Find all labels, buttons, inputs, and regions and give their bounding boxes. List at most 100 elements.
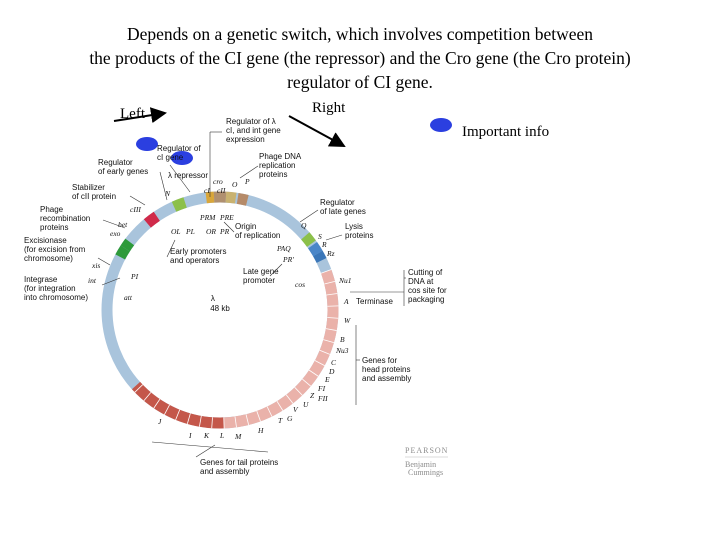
gene-label: OL <box>171 227 181 236</box>
segment-divider <box>325 328 337 331</box>
segment-Q <box>301 232 316 247</box>
segment-int <box>115 245 130 260</box>
segment-divider <box>256 410 261 422</box>
segment-divider <box>199 415 202 427</box>
important-info-label: Important info <box>462 124 550 140</box>
segment-R <box>313 250 327 263</box>
segment-divider <box>308 369 319 377</box>
gene-label: exo <box>110 229 121 238</box>
annotation-phage-dna: Phage DNA replication proteins <box>259 152 303 179</box>
gene-label: Nu1 <box>338 276 352 285</box>
annotation-excisionase: Excisionase (for excision from chromosom… <box>24 236 88 263</box>
gene-label: cI <box>204 186 210 195</box>
title-line-3: regulator of CI gene. <box>287 72 433 92</box>
segment-divider <box>164 404 170 415</box>
gene-label: B <box>340 335 345 344</box>
svg-text:Benjamin: Benjamin <box>405 460 436 469</box>
gene-label: T <box>278 416 283 425</box>
gene-label: C <box>331 358 337 367</box>
leader-lines <box>97 131 406 458</box>
gene-label: W <box>344 316 351 325</box>
left-arrow <box>113 107 167 124</box>
gene-label: Rz <box>326 249 335 258</box>
gene-label: FI <box>317 384 326 393</box>
title-line-2: the products of the CI gene (the repress… <box>89 48 631 68</box>
annotation-phage-recomb: Phage recombination proteins <box>40 205 92 232</box>
gene-label: Nu3 <box>335 346 349 355</box>
marker-dot <box>171 151 193 165</box>
segment-divider <box>175 409 181 421</box>
gene-label: U <box>303 400 309 409</box>
gene-label: PL <box>185 227 195 236</box>
annotation-lambda-size: λ 48 kb <box>210 294 230 313</box>
segment-divider <box>323 339 335 344</box>
segment-N <box>171 197 187 212</box>
gene-label: M <box>234 432 242 441</box>
gene-label: Q <box>301 221 307 230</box>
gene-label: L <box>219 431 224 440</box>
annotation-tail: Genes for tail proteins and assembly <box>200 458 281 476</box>
segment-divider <box>245 414 250 426</box>
annotation-early-promoters: Early promoters and operators <box>170 247 229 265</box>
gene-label: FII <box>317 394 328 403</box>
annotation-terminase: Terminase <box>356 297 393 306</box>
gene-label: cII <box>217 186 226 195</box>
annotation-cutting: Cutting of DNA at cos site for packaging <box>408 268 449 304</box>
svg-text:PEARSON: PEARSON <box>405 446 448 455</box>
segment-divider <box>326 293 338 296</box>
gene-label: PI <box>130 272 139 281</box>
gene-label: bet <box>118 220 128 229</box>
gene-label: V <box>293 405 299 414</box>
gene-label: OR <box>206 227 216 236</box>
gene-label: G <box>287 414 293 423</box>
segment-divider <box>324 280 336 285</box>
segment-divider <box>234 416 237 428</box>
annotation-stabilizer: Stabilizer of cII protein <box>72 183 116 201</box>
gene-label: A <box>343 297 349 306</box>
gene-label: D <box>328 367 335 376</box>
gene-label: cro <box>213 177 223 186</box>
publisher-logo: PEARSON Benjamin Cummings <box>405 446 448 477</box>
segment-tail <box>131 381 225 429</box>
annotation-origin: Origin of replication <box>235 222 280 240</box>
annotation-head: Genes for head proteins and assembly <box>362 356 413 383</box>
gene-label: J <box>158 417 162 426</box>
gene-label: PRM <box>199 213 216 222</box>
gene-label: PRE <box>219 213 234 222</box>
segment-divider <box>327 317 339 319</box>
gene-label: cos <box>295 280 305 289</box>
segment-divider <box>143 392 152 402</box>
annotation-late-promoter: Late gene promoter <box>243 267 281 285</box>
annotation-lysis: Lysis proteins <box>345 222 373 240</box>
segment-divider <box>266 406 273 417</box>
annotation-reg-late: Regulator of late genes <box>320 198 366 216</box>
annotation-lambda-repressor: λ repressor <box>168 171 208 180</box>
gene-label: xis <box>91 261 100 270</box>
annotation-reg-lambda: Regulator of λ cI, and int gene expressi… <box>226 117 283 144</box>
annotation-integrase: Integrase (for integration into chromoso… <box>24 275 88 302</box>
gene-label: N <box>164 189 171 198</box>
gene-label: I <box>188 431 192 440</box>
segment-divider <box>320 269 332 274</box>
segment-divider <box>294 387 303 396</box>
right-label: Right <box>312 100 346 116</box>
gene-label: R <box>321 240 327 249</box>
gene-label: PAQ <box>276 244 291 253</box>
segment-exo <box>143 211 160 228</box>
segment-divider <box>153 398 161 409</box>
gene-label: S <box>318 232 322 241</box>
segment-divider <box>211 417 213 429</box>
gene-labels: cro cI cII O P N cIII bet exo xis int at… <box>88 177 352 441</box>
right-arrow <box>288 115 346 147</box>
annotations: Regulator of λ cI, and int gene expressi… <box>24 117 449 476</box>
segment-divider <box>186 413 191 425</box>
annotation-reg-early: Regulator of early genes <box>98 158 148 176</box>
segment-O <box>236 192 249 206</box>
title: Depends on a genetic switch, which invol… <box>0 22 720 94</box>
segment-divider <box>314 360 325 366</box>
gene-label: E <box>324 375 330 384</box>
svg-text:Cummings: Cummings <box>408 468 443 477</box>
segment-divider <box>134 384 143 393</box>
gene-label: att <box>124 293 133 302</box>
